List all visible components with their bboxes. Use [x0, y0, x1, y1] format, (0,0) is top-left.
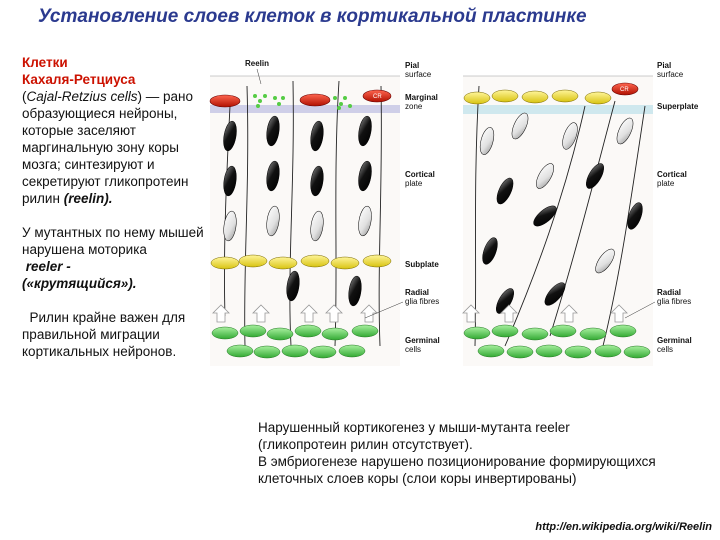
label-pial-surface: Pial	[657, 61, 671, 70]
cortical-plate-neurons	[223, 115, 372, 307]
svg-text:glia fibres: glia fibres	[405, 297, 439, 306]
svg-text:glia fibres: glia fibres	[657, 297, 691, 306]
reelin-dots	[253, 94, 352, 110]
germinal-cells	[211, 324, 379, 359]
reeler-line1: Нарушенный кортикогенез у мыши-мутанта r…	[258, 420, 570, 435]
reelin-label: Reelin	[245, 59, 269, 68]
mutant-intro: У мутантных по нему мышей нарушена мотор…	[22, 225, 204, 257]
cr-label: CR	[620, 87, 629, 93]
subplate-cells	[210, 254, 392, 270]
source-link[interactable]: http://en.wikipedia.org/wiki/Reelin	[535, 521, 712, 533]
marginal-zone-band	[210, 105, 400, 113]
reelin-term: (reelin).	[63, 191, 113, 206]
svg-text:cells: cells	[657, 345, 673, 354]
cr-label: CR	[373, 94, 382, 100]
normal-cortex-panel: Reelin CR	[209, 59, 440, 366]
cr-cell	[611, 82, 639, 96]
label-cortical-plate: Cortical	[657, 170, 687, 179]
reeler-line2: (гликопротеин рилин отсутствует).	[258, 437, 473, 452]
cortex-diagram: Reelin CR	[209, 59, 699, 366]
label-subplate: Subplate	[405, 260, 439, 269]
superplate-band	[463, 105, 653, 114]
panel-background	[210, 76, 400, 366]
panel-background	[463, 76, 653, 366]
reeler-cortex-panel: CR	[462, 61, 699, 366]
cortical-plate-neurons	[479, 112, 643, 314]
description-text: ) — рано образующиеся нейроны, которые з…	[22, 89, 194, 206]
page-title: Установление слоев клеток в кортикальной…	[38, 6, 587, 27]
reeler-translation: («крутящийся»).	[22, 276, 137, 291]
normal-layer-labels: Pial surface Marginal zone Cortical plat…	[364, 61, 440, 354]
svg-text:surface: surface	[405, 70, 432, 79]
importance-text: Рилин крайне важен для правильной миграц…	[22, 310, 186, 359]
latin-name: Cajal-Retzius cells	[26, 89, 138, 104]
svg-text:zone: zone	[405, 102, 423, 111]
superplate-cells	[463, 89, 612, 105]
svg-text:surface: surface	[657, 70, 684, 79]
germinal-cells	[463, 324, 651, 359]
label-marginal-zone: Marginal	[405, 93, 438, 102]
radial-glia-fibres	[474, 85, 646, 347]
label-radial-glia: Radial	[657, 288, 681, 297]
reeler-layer-labels: Pial surface Superplate Cortical plate R…	[624, 61, 699, 354]
label-cortical-plate: Cortical	[405, 170, 435, 179]
reeler-term: reeler -	[25, 259, 71, 274]
label-pial-surface: Pial	[405, 61, 419, 70]
label-germinal-cells: Germinal	[405, 336, 440, 345]
svg-text:plate: plate	[657, 179, 675, 188]
heading-line2: Кахаля-Ретциуса	[22, 72, 136, 87]
svg-text:cells: cells	[405, 345, 421, 354]
cajal-retzius-description: Клетки Кахаля-Ретциуса (Cajal-Retzius ce…	[22, 55, 204, 359]
reeler-line3: В эмбриогенезе нарушено позиционирование…	[258, 454, 656, 486]
label-germinal-cells: Germinal	[657, 336, 692, 345]
label-radial-glia: Radial	[405, 288, 429, 297]
label-superplate: Superplate	[657, 102, 699, 111]
heading-line1: Клетки	[22, 55, 68, 70]
cr-cells-row: CR	[209, 89, 392, 108]
svg-text:plate: plate	[405, 179, 423, 188]
reeler-description: Нарушенный кортикогенез у мыши-мутанта r…	[258, 419, 678, 487]
